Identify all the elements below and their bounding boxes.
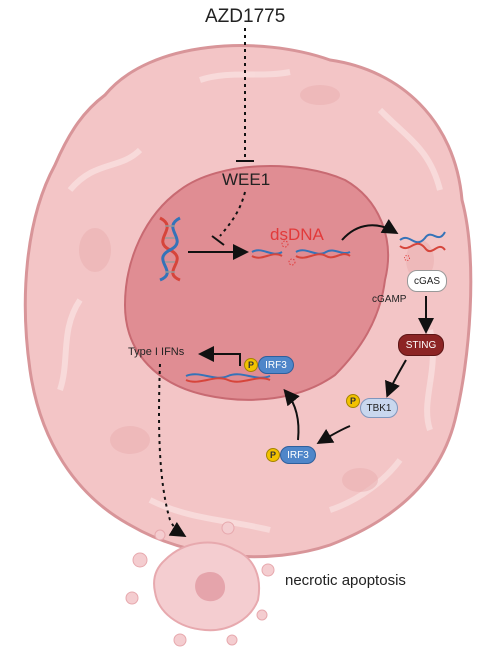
sting-to-tbk1-arrow [385,359,407,398]
cytoplasm-texture [57,69,443,533]
ifn-gene-dna-icon [185,373,271,383]
tbk1-to-irf3-arrow [316,425,351,445]
necrotic-cell-icon [125,521,275,647]
dna-helix-icon [159,216,181,282]
drug-label: AZD1775 [205,6,286,27]
dsdna-damage-icon [251,240,351,266]
ifn-to-apoptosis-arrow [158,363,187,538]
cytosolic-dna-icon [399,231,446,261]
dsdna-label: dsDNA [270,225,324,244]
cgas-node: cGAS [407,270,447,292]
irf3-nuclear-node: IRF3 [258,356,294,374]
irf3-translocation-arrow [283,388,300,441]
irf3-to-ifn-arrow [198,346,241,366]
cgamp-label: cGAMP [372,294,407,305]
wee1-label: WEE1 [222,170,271,189]
tbk1-phospho-badge: P [346,394,360,408]
tbk1-node: TBK1 [360,398,398,418]
irf3-cytoplasm-node: IRF3 [280,446,316,464]
nucleus [123,165,389,401]
dsdna-to-cytoplasm-arrow [341,219,399,241]
wee1-inhibition-bar [211,235,225,246]
ifn-label: Type I IFNs [128,346,185,358]
irf3-cytoplasm-phospho-badge: P [266,448,280,462]
irf3-nuclear-phospho-badge: P [244,358,258,372]
outcome-label: necrotic apoptosis [285,572,406,589]
sting-node: STING [398,334,444,356]
